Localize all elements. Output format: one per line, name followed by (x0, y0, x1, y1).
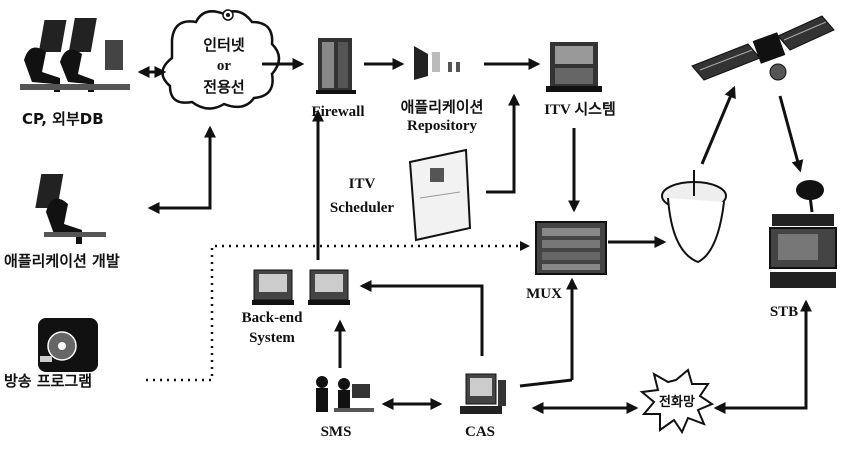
mux-label: MUX (526, 286, 562, 302)
internet-label-line1: 인터넷 (203, 36, 245, 54)
cp-db-pc-user-icon (20, 18, 130, 92)
internet-label-line3: 전용선 (203, 78, 244, 96)
stb-receiver-icon (769, 180, 837, 288)
backend-label-line2: System (249, 330, 295, 346)
app-dev-pc-user-icon (35, 174, 106, 244)
itv-scheduler-label-line1: ITV (349, 176, 376, 192)
app-dev-label: 애플리케이션 개발 (4, 252, 120, 270)
internet-cloud-icon (161, 9, 281, 110)
broadcast-program-label: 방송 프로그램 (4, 372, 92, 390)
cas-monitor-icon (460, 373, 506, 414)
internet-label-line2: or (217, 58, 232, 74)
phone-network-label: 전화망 (659, 394, 695, 410)
backend-label-line1: Back-end (242, 310, 304, 326)
firewall-server-rack-icon (316, 38, 356, 94)
itv-system-terminal-icon (546, 42, 602, 92)
firewall-label: Firewall (311, 104, 364, 120)
cas-label: CAS (465, 424, 495, 440)
satellite-icon (691, 15, 835, 81)
stb-label: STB (770, 304, 798, 320)
connectors (137, 58, 812, 414)
sms-people-icon (316, 376, 374, 412)
cp-db-label: CP, 외부DB (22, 110, 104, 128)
phone-network-burst-icon (639, 368, 715, 435)
app-repository-label-line1: 애플리케이션 (401, 98, 484, 116)
repository-cd-icon (414, 46, 460, 80)
broadcast-film-reel-icon (38, 318, 98, 372)
backend-monitor-icon (252, 269, 350, 305)
itv-scheduler-cabinet-icon (408, 148, 472, 242)
app-repository-label-line2: Repository (407, 118, 477, 134)
sms-label: SMS (321, 424, 352, 440)
mux-rack-icon (535, 221, 607, 275)
itv-system-label: ITV 시스템 (544, 100, 616, 118)
itv-scheduler-label-line2: Scheduler (330, 200, 395, 216)
uplink-dish-icon (661, 170, 727, 264)
